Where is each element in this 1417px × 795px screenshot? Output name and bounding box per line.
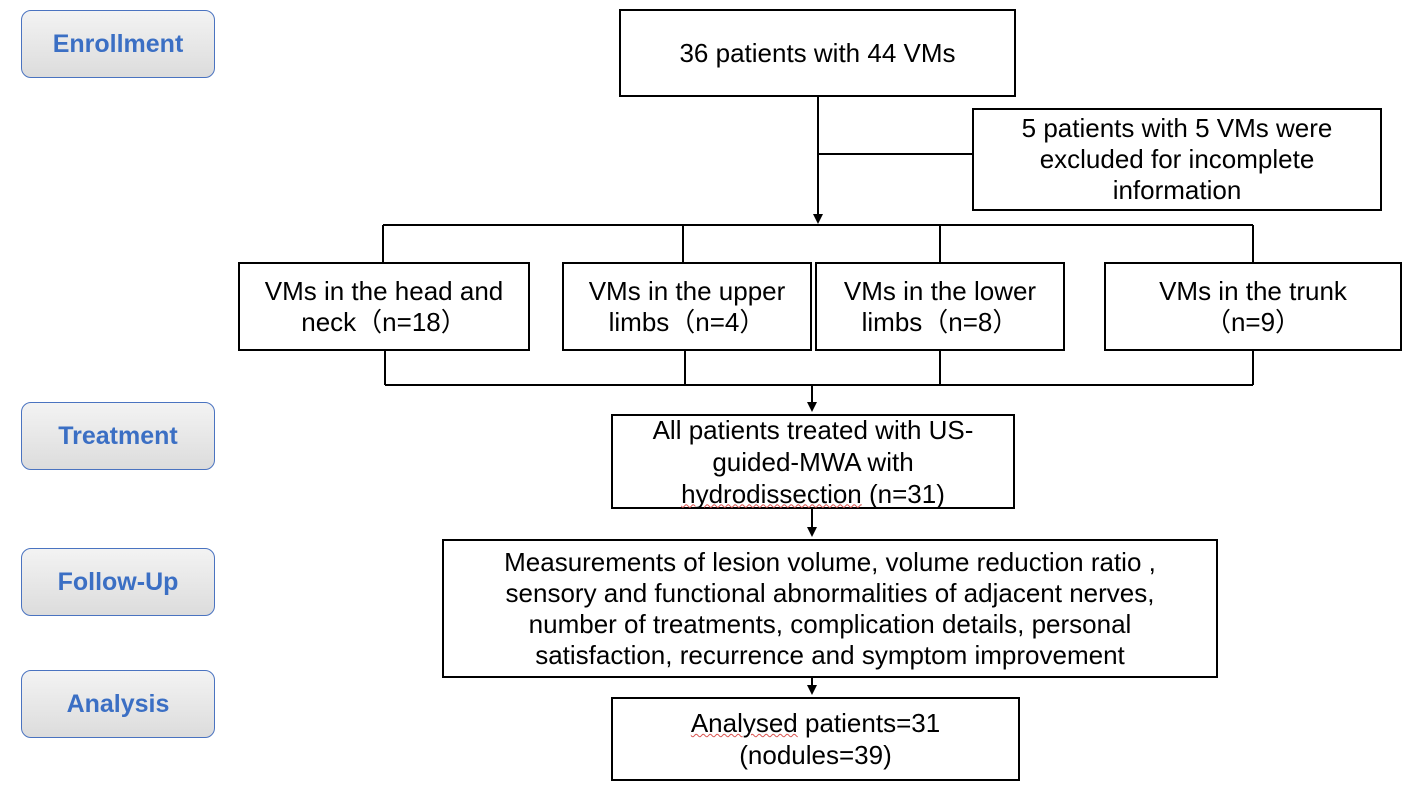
stage-analysis: Analysis <box>21 670 215 738</box>
box-follow-up-measurements: Measurements of lesion volume, volume re… <box>442 539 1218 678</box>
stage-enrollment: Enrollment <box>21 10 215 78</box>
stage-follow-up: Follow-Up <box>21 548 215 616</box>
stage-treatment: Treatment <box>21 402 215 470</box>
box-treatment: All patients treated with US-guided-MWA … <box>611 414 1015 509</box>
box-analysed: Analysed patients=31 (nodules=39) <box>611 697 1020 781</box>
box-head-neck: VMs in the head and neck（n=18） <box>238 262 530 351</box>
stage-analysis-label: Analysis <box>66 689 170 718</box>
box-excluded: 5 patients with 5 VMs were excluded for … <box>972 108 1382 211</box>
box-trunk: VMs in the trunk（n=9） <box>1104 262 1402 351</box>
box-total-patients: 36 patients with 44 VMs <box>619 9 1016 97</box>
stage-enrollment-label: Enrollment <box>52 29 184 58</box>
box-lower-limbs: VMs in the lower limbs（n=8） <box>815 262 1065 351</box>
stage-treatment-label: Treatment <box>58 421 178 450</box>
box-upper-limbs: VMs in the upper limbs（n=4） <box>562 262 812 351</box>
stage-follow-up-label: Follow-Up <box>57 567 179 596</box>
